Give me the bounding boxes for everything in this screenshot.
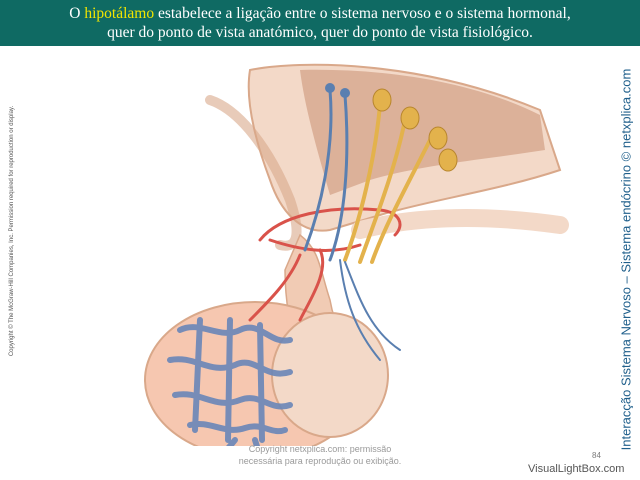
watermark: Copyright netxplica.com: permissão neces… xyxy=(220,443,420,467)
hypothalamus-shade xyxy=(300,69,545,195)
page-number: 84 xyxy=(592,451,601,460)
title-line-1: O hipotálamo estabelece a ligação entre … xyxy=(0,4,640,23)
watermark-line-1: Copyright netxplica.com: permissão xyxy=(248,444,392,454)
hypothalamic-neurons xyxy=(303,88,432,361)
title-line-2: quer do ponto de vista anatómico, quer d… xyxy=(107,24,533,41)
optic-chiasm xyxy=(351,209,569,239)
brand-label[interactable]: VisualLightBox.com xyxy=(528,463,625,475)
portal-capillary-network xyxy=(167,317,293,446)
copyright-notice: Copyright © The McGraw-Hill Companies, I… xyxy=(9,105,15,357)
blue-neuron-bodies xyxy=(325,83,350,98)
watermark-line-2: necessária para reprodução ou exibição. xyxy=(238,456,402,466)
title-banner: O hipotálamo estabelece a ligação entre … xyxy=(0,0,640,46)
title-line-1-rest: estabelece a ligação entre o sistema ner… xyxy=(154,5,571,22)
tissue-contour xyxy=(205,95,302,251)
neuron-cell-bodies xyxy=(372,88,458,172)
title-prefix: O xyxy=(69,5,85,22)
side-title: Interacção Sistema Nervoso – Sistema end… xyxy=(618,68,634,451)
hypothalamus-pituitary-illustration xyxy=(144,63,569,446)
title-highlight: hipotálamo xyxy=(84,5,155,22)
